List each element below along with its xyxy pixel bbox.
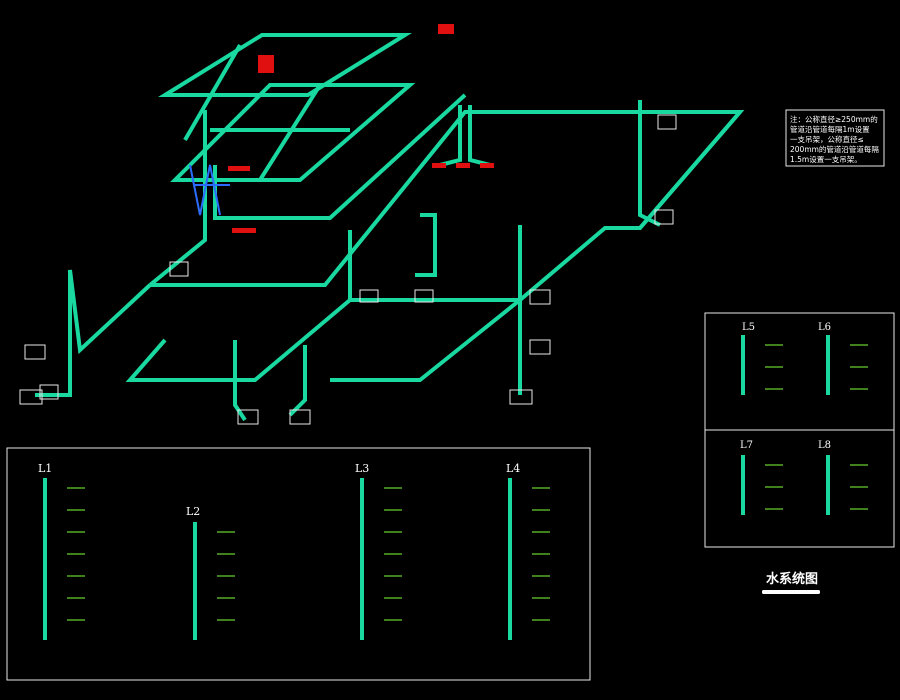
note-line: 200mm的管道沿管道每隔: [790, 144, 879, 154]
unit-box: [657, 114, 677, 130]
title-underline: [762, 590, 820, 594]
riser-label: L3: [355, 462, 369, 475]
riser-label: L1: [38, 462, 52, 475]
riser-label: L8: [818, 440, 831, 451]
riser-L7: L7: [740, 440, 753, 515]
equipment-red-1: [258, 55, 274, 73]
unit-box: [509, 389, 533, 405]
drawing-title: 水系统图: [766, 571, 818, 587]
unit-box: [359, 289, 379, 303]
equipment-red-7: [480, 163, 494, 168]
note-line: 管道沿管道每隔1m设置: [790, 124, 870, 134]
riser-label: L7: [740, 440, 753, 451]
riser-L5: L5: [741, 322, 755, 395]
riser-L1: L1: [38, 462, 52, 640]
callout-ticks: [67, 344, 868, 621]
unit-box: [237, 409, 259, 425]
equipment-red-2: [228, 166, 250, 171]
unit-box: [654, 209, 674, 225]
note-line: 1.5m设置一支吊架。: [790, 154, 862, 164]
note-frame: [785, 109, 885, 167]
pipe-branch-3: [233, 340, 247, 422]
riser-L2: L2: [186, 505, 200, 640]
equipment-red-4: [438, 24, 454, 34]
riser-L3: L3: [355, 462, 369, 640]
pipe-floor-loop: [125, 110, 745, 382]
drawing-title-block: 水系统图: [762, 571, 820, 594]
equipment-red-6: [456, 163, 470, 168]
main-pipe-loop: [35, 100, 745, 422]
pipe-lower-return: [330, 298, 522, 382]
pipe-loop-top: [157, 33, 413, 97]
riser-L8: L8: [818, 440, 831, 515]
equipment-boxes: [19, 114, 677, 425]
note-box: 注：公称直径≥250mm的 管道沿管道每隔1m设置 一支吊架，公称直径≤ 200…: [785, 109, 885, 167]
note-line: 注：公称直径≥250mm的: [790, 114, 878, 124]
riser-label: L6: [818, 322, 831, 333]
riser-label: L4: [506, 462, 520, 475]
unit-box: [289, 409, 311, 425]
pipe-branch-4: [288, 345, 307, 417]
riser-L4: L4: [506, 462, 520, 640]
pipe-right-riser: [638, 100, 661, 227]
note-line: 一支吊架，公称直径≤: [790, 134, 864, 144]
pipe-inner-1: [183, 43, 242, 142]
pipe-drop-a: [439, 105, 462, 167]
unit-box: [19, 389, 43, 405]
riser-L6: L6: [818, 322, 831, 395]
pipe-right-edge: [638, 110, 742, 230]
pipe-inner-2: [258, 83, 322, 182]
riser-label: L2: [186, 505, 200, 518]
branch-blue-1: [189, 164, 221, 216]
upper-pipe-grid: [148, 24, 467, 287]
unit-box: [24, 344, 46, 360]
pipe-drop-main: [148, 110, 207, 287]
unit-box: [529, 339, 551, 355]
unit-box: [169, 261, 189, 277]
unit-box: [529, 289, 551, 305]
equipment-red-3: [232, 228, 256, 233]
riser-label: L5: [742, 322, 755, 333]
pipe-branch-2: [415, 213, 437, 277]
unit-box: [414, 289, 434, 303]
equipment-red-5: [432, 163, 446, 168]
unit-box: [39, 384, 59, 400]
riser-panel-main: [6, 447, 591, 681]
